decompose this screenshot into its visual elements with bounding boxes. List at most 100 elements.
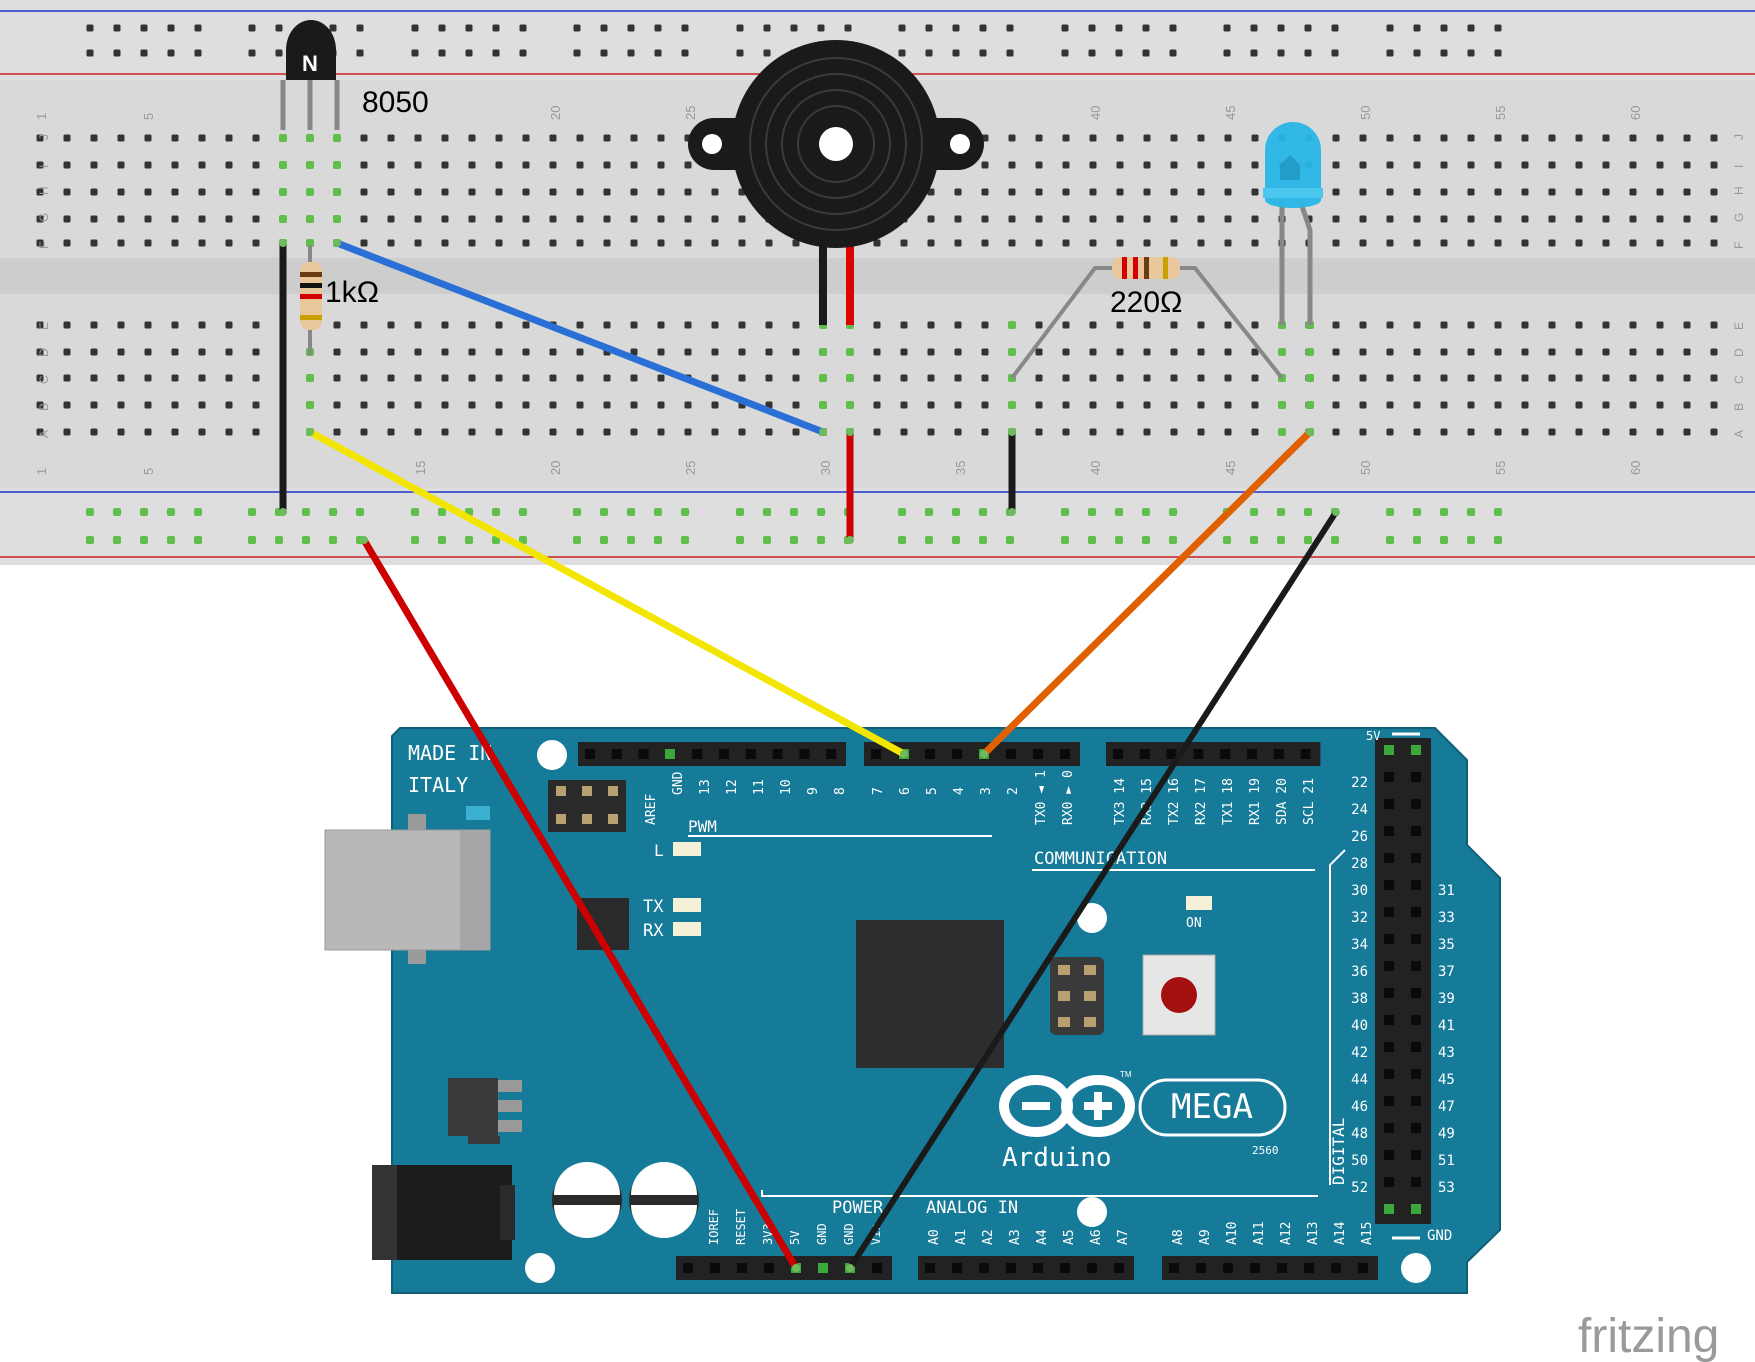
breadboard-hole: [1224, 239, 1232, 247]
reset-button[interactable]: [1142, 954, 1216, 1036]
header-pin[interactable]: [1033, 1263, 1043, 1273]
header-pin[interactable]: [1384, 826, 1394, 836]
header-pin[interactable]: [1169, 1263, 1179, 1273]
header-pin[interactable]: [1300, 749, 1311, 759]
header-pin[interactable]: [1384, 1096, 1394, 1106]
header-pin[interactable]: [638, 749, 649, 759]
header-pin[interactable]: [1411, 826, 1421, 836]
breadboard-hole: [1143, 321, 1151, 329]
breadboard-hole: [549, 161, 557, 169]
rail-hole: [763, 24, 771, 32]
header-pin[interactable]: [1384, 1015, 1394, 1025]
header-pin[interactable]: [1384, 880, 1394, 890]
breadboard-hole: [1197, 215, 1205, 223]
header-pin[interactable]: [925, 1263, 935, 1273]
breadboard-hole: [1467, 321, 1475, 329]
header-pin[interactable]: [1411, 1123, 1421, 1133]
header-pin[interactable]: [1411, 1069, 1421, 1079]
header-pin[interactable]: [1384, 853, 1394, 863]
header-pin[interactable]: [1247, 749, 1257, 759]
header-pin[interactable]: [979, 1263, 989, 1273]
header-pin[interactable]: [1384, 799, 1394, 809]
header-pin[interactable]: [1411, 799, 1421, 809]
breadboard-hole: [1386, 321, 1394, 329]
header-pin[interactable]: [1304, 1263, 1314, 1273]
header-pin[interactable]: [1139, 749, 1150, 759]
header-pin[interactable]: [1114, 1263, 1124, 1273]
connected-hole: [1277, 536, 1285, 544]
header-pin[interactable]: [1411, 961, 1421, 971]
header-pin[interactable]: [1087, 1263, 1097, 1273]
header-pin[interactable]: [772, 749, 783, 759]
header-pin[interactable]: [1060, 749, 1070, 759]
breadboard-hole: [657, 401, 665, 409]
header-pin[interactable]: [1411, 880, 1421, 890]
header-pin[interactable]: [1411, 1177, 1421, 1187]
header-pin[interactable]: [611, 749, 622, 759]
header-pin[interactable]: [1411, 1015, 1421, 1025]
header-pin[interactable]: [1411, 988, 1421, 998]
header-pin[interactable]: [871, 749, 881, 759]
header-pin[interactable]: [1006, 749, 1016, 759]
rail-hole: [438, 49, 446, 57]
header-pin[interactable]: [1384, 961, 1394, 971]
breadboard-hole: [1008, 239, 1016, 247]
header-pin[interactable]: [1358, 1263, 1368, 1273]
header-pin[interactable]: [1384, 1177, 1394, 1187]
header-pin[interactable]: [1384, 1069, 1394, 1079]
pin-label: 5V: [788, 1231, 802, 1245]
header-pin[interactable]: [872, 1263, 882, 1273]
header-pin[interactable]: [1193, 749, 1204, 759]
header-pin[interactable]: [1411, 1150, 1421, 1160]
header-pin[interactable]: [826, 749, 837, 759]
header-pin[interactable]: [952, 749, 962, 759]
header-pin[interactable]: [1166, 749, 1177, 759]
breadboard-hole: [117, 239, 125, 247]
header-pin[interactable]: [1411, 1096, 1421, 1106]
header-pin[interactable]: [1411, 1042, 1421, 1052]
header-pin[interactable]: [1113, 749, 1123, 759]
header-pin[interactable]: [1223, 1263, 1233, 1273]
breadboard-hole: [1224, 374, 1232, 382]
header-pin[interactable]: [925, 749, 935, 759]
header-pin[interactable]: [1273, 749, 1284, 759]
header-pin[interactable]: [1384, 1042, 1394, 1052]
header-pin[interactable]: [1033, 749, 1043, 759]
header-pin[interactable]: [1411, 934, 1421, 944]
breadboard-hole: [684, 188, 692, 196]
breadboard-hole: [1548, 134, 1556, 142]
header-pin[interactable]: [1006, 1263, 1016, 1273]
header-pin[interactable]: [799, 749, 810, 759]
breadboard-hole: [441, 161, 449, 169]
header-pin[interactable]: [952, 1263, 962, 1273]
breadboard-hole: [360, 348, 368, 356]
header-pin[interactable]: [710, 1263, 720, 1273]
header-pin[interactable]: [1384, 934, 1394, 944]
header-pin[interactable]: [1331, 1263, 1341, 1273]
header-pin[interactable]: [737, 1263, 747, 1273]
header-pin[interactable]: [1411, 907, 1421, 917]
col-label: 40: [1088, 461, 1103, 475]
header-pin[interactable]: [1277, 1263, 1287, 1273]
header-pin[interactable]: [1411, 853, 1421, 863]
header-pin[interactable]: [1384, 772, 1394, 782]
header-pin[interactable]: [1384, 907, 1394, 917]
connected-hole: [1277, 508, 1285, 516]
header-pin[interactable]: [1384, 1123, 1394, 1133]
header-pin[interactable]: [1220, 749, 1231, 759]
header-pin[interactable]: [692, 749, 703, 759]
header-pin[interactable]: [1060, 1263, 1070, 1273]
header-pin[interactable]: [1384, 988, 1394, 998]
header-pin[interactable]: [719, 749, 729, 759]
header-pin[interactable]: [585, 749, 595, 759]
header-pin[interactable]: [683, 1263, 693, 1273]
breadboard-hole: [1116, 374, 1124, 382]
header-pin[interactable]: [1384, 1150, 1394, 1160]
pin-label: 42: [1351, 1045, 1368, 1061]
header-pin[interactable]: [1196, 1263, 1206, 1273]
breadboard-hole: [549, 215, 557, 223]
header-pin[interactable]: [764, 1263, 774, 1273]
header-pin[interactable]: [1250, 1263, 1260, 1273]
header-pin[interactable]: [745, 749, 756, 759]
header-pin[interactable]: [1411, 772, 1421, 782]
